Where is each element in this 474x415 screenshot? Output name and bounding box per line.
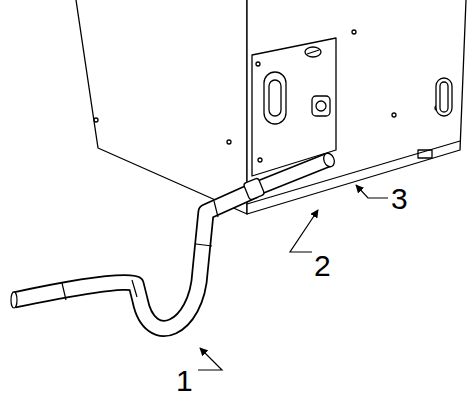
drain-pipe	[11, 152, 336, 329]
cabinet	[76, 0, 466, 214]
callout-number: 2	[314, 251, 331, 281]
leader-lines	[198, 185, 388, 370]
callout-number: 3	[391, 184, 408, 214]
callout-number: 1	[176, 366, 193, 396]
